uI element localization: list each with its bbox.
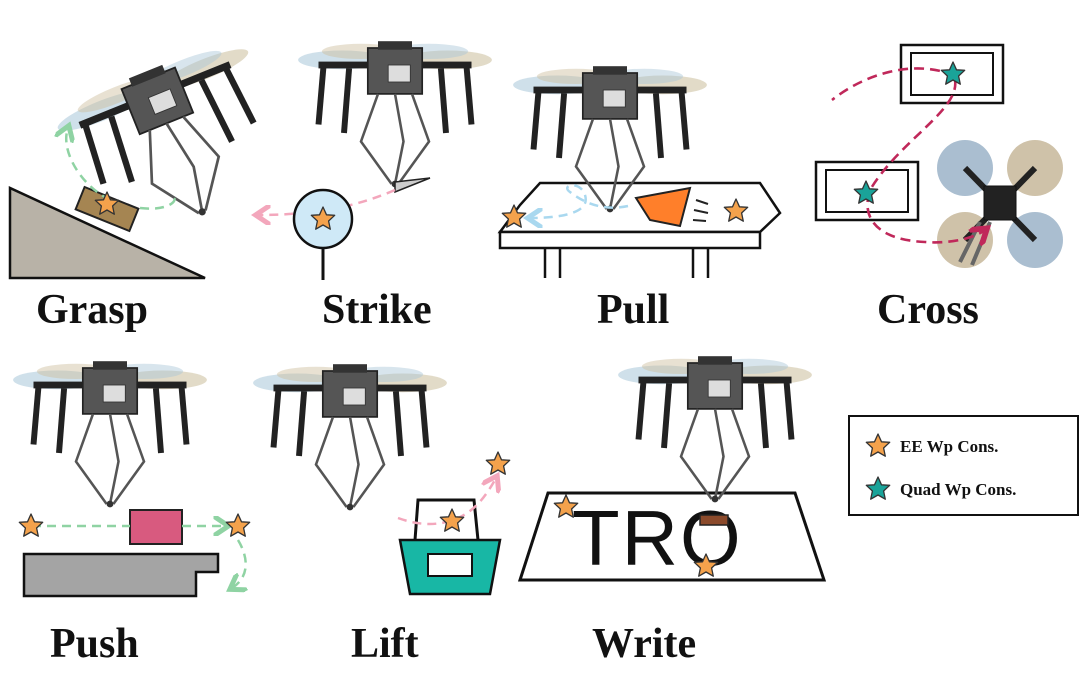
pen-holder <box>699 514 729 526</box>
push-return-path <box>232 539 246 588</box>
drone-icon <box>13 361 207 507</box>
table <box>497 181 782 278</box>
grasp-path <box>66 128 176 210</box>
label-lift: Lift <box>351 621 419 667</box>
slope <box>8 186 206 280</box>
label-push: Push <box>50 621 139 667</box>
cross-panel: Cross <box>814 43 1063 333</box>
label-cross: Cross <box>877 287 979 333</box>
drone-icon <box>298 41 492 187</box>
lift-panel: Lift <box>253 364 511 667</box>
pull-panel: Pull <box>497 66 782 333</box>
write-panel: TRO Write <box>517 356 827 667</box>
drone-icon <box>253 364 447 510</box>
drone-icon <box>618 356 812 502</box>
label-pull: Pull <box>597 287 669 333</box>
pull-object <box>634 186 692 228</box>
ee-star-icon <box>18 513 44 537</box>
pull-path <box>530 184 629 218</box>
strike-tool <box>394 177 431 194</box>
label-write: Write <box>592 621 696 667</box>
ee-star-icon <box>439 508 465 532</box>
cross-path <box>831 67 985 242</box>
push-panel: Push <box>13 361 251 667</box>
ee-star-icon <box>485 451 511 475</box>
label-grasp: Grasp <box>36 287 148 333</box>
ee-star-icon <box>225 513 251 537</box>
motion-lines <box>692 199 709 222</box>
board-text: TRO <box>572 494 743 582</box>
push-box <box>129 509 183 545</box>
label-strike: Strike <box>322 287 432 333</box>
push-table <box>22 552 220 598</box>
strike-panel: Strike <box>258 41 492 333</box>
writing-board <box>517 491 827 582</box>
quadrotor-top-view <box>937 140 1063 268</box>
grasp-panel: Grasp <box>8 33 299 333</box>
drone-icon <box>50 33 298 253</box>
basket <box>398 498 502 596</box>
